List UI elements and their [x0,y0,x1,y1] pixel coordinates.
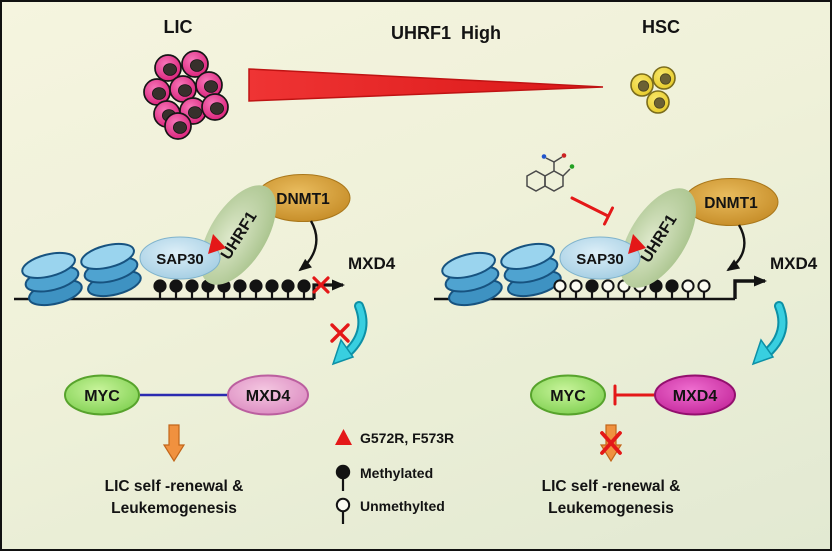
nucleosome-icon [438,247,506,311]
mrna-output-arrow [751,301,788,366]
nucleosome-icon [77,238,145,302]
promoter-arrow [312,279,345,299]
outcome-line2: Leukemogenesis [548,500,674,517]
legend-methylated-icon [335,464,351,491]
myc-protein [530,374,606,416]
output-blocked-x-icon [330,323,350,343]
methylation-lollipops [553,279,711,299]
mxd4-gene-label: MXD4 [348,254,396,273]
mxd4-label: MXD4 [673,388,718,405]
mrna-output-arrow [331,301,368,366]
myc-inhibition-tbar [613,384,656,406]
nucleosome-icon [497,238,565,302]
legend-unmethylated-icon [335,497,351,524]
legend-unmethylated-label: Unmethylted [360,498,445,514]
myc-protein [64,374,140,416]
legend-methylated-label: Methylated [360,465,433,481]
lic-panel: MXD4 DNMT1 UHRF1 SAP30 MYC MXD4 LIC self… [14,174,396,517]
mutation-triangle-icon [208,234,226,254]
lic-cell-cluster [143,50,229,140]
outcome-arrow [162,424,186,463]
legend: G572R, F573R Methylated Unmethylted [335,429,454,524]
outcome-line1: LIC self -renewal & [542,478,681,495]
sap30-protein [559,236,641,280]
sap30-label: SAP30 [576,251,624,268]
uhrf1-level-wedge [248,68,604,102]
outcome-blocked-x-icon [600,431,622,455]
myc-label: MYC [550,388,586,405]
wedge-title: UHRF1 High [391,23,501,43]
sap30-label: SAP30 [156,251,204,268]
mxd4-protein [654,374,736,416]
legend-mutation-triangle-icon [335,429,352,445]
mxd4-gene-label: MXD4 [770,254,818,273]
sap30-protein [139,236,221,280]
dnmt1-label: DNMT1 [276,191,330,208]
mutation-triangle-icon [628,234,646,254]
legend-mutation-label: G572R, F573R [360,430,454,446]
mxd4-protein [227,374,309,416]
lic-title: LIC [164,17,193,37]
nucleosome-icon [18,247,86,311]
mxd4-label: MXD4 [246,388,291,405]
outcome-line1: LIC self -renewal & [105,478,244,495]
hsc-title: HSC [642,17,680,37]
methylation-lollipops [153,279,311,299]
inhibition-tbar [570,196,614,226]
transcription-blocked-x-icon [312,276,330,294]
uhrf1-inhibitor-molecule [526,153,575,192]
hsc-panel: MXD4 DNMT1 UHRF1 SAP30 [434,153,818,517]
outcome-line2: Leukemogenesis [111,500,237,517]
dnmt1-action-arrow [298,220,318,272]
hsc-cell-cluster [630,66,676,114]
dnmt1-action-arrow [726,224,746,272]
dnmt1-label: DNMT1 [704,195,758,212]
promoter-arrow [733,275,767,299]
myc-label: MYC [84,388,120,405]
